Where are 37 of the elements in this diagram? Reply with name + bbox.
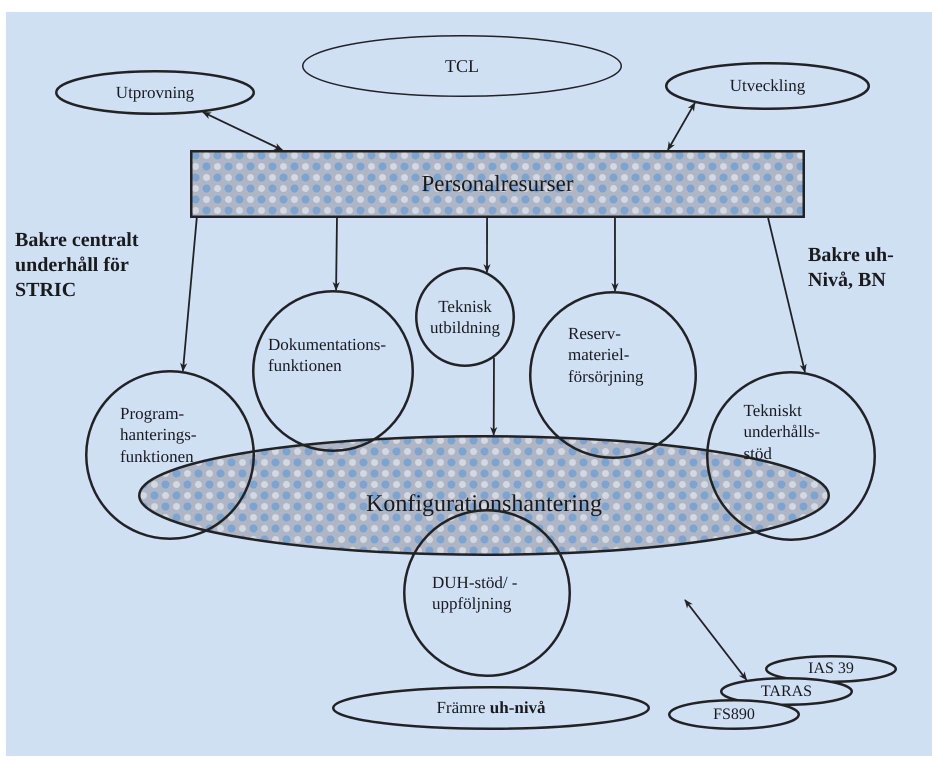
node-label: Tekniskt underhålls- stöd [744,400,821,464]
node-label: DUH-stöd/ -uppföljning [432,572,518,614]
arrow [483,218,491,273]
circle-node [85,370,255,540]
ellipse-node [332,686,650,730]
circle-node [252,290,414,452]
node-label: Personalresurser [421,170,574,198]
node-label: Utveckling [730,75,806,97]
ellipse-node [665,62,870,110]
node-label: Reserv- materiel- försörjning [568,323,645,387]
arrow [767,218,807,374]
node-label: TCL [445,54,479,78]
ellipse-node [302,35,622,97]
node-label: Konfigurationshantering [366,490,602,518]
circle-node [529,291,697,459]
arrow [611,218,619,292]
node-label: Dokumentations- funktionen [268,334,388,376]
arrow [180,218,198,372]
node-label: Främre uh-nivå [436,697,546,719]
resource-bar [190,150,805,218]
side-label: Bakre centralt underhåll för STRIC [15,228,140,303]
node-label: IAS 39 [808,659,854,679]
circle-node [706,371,876,541]
node-label: Teknisk utbildning [429,296,501,338]
arrow [667,102,696,151]
arrow [684,599,748,681]
ellipse-node [668,699,800,730]
node-label: FS890 [713,704,755,724]
ellipse-node [55,70,255,115]
node-label: TARAS [760,682,812,702]
arrow [332,218,340,291]
node-label: Program- hanterings- funktionen [120,403,198,467]
arrow [202,111,284,151]
node-label: Utprovning [116,82,194,104]
arrow [490,358,498,436]
side-label: Bakre uh-Nivå, BN [808,243,895,293]
circle-node [415,267,515,367]
